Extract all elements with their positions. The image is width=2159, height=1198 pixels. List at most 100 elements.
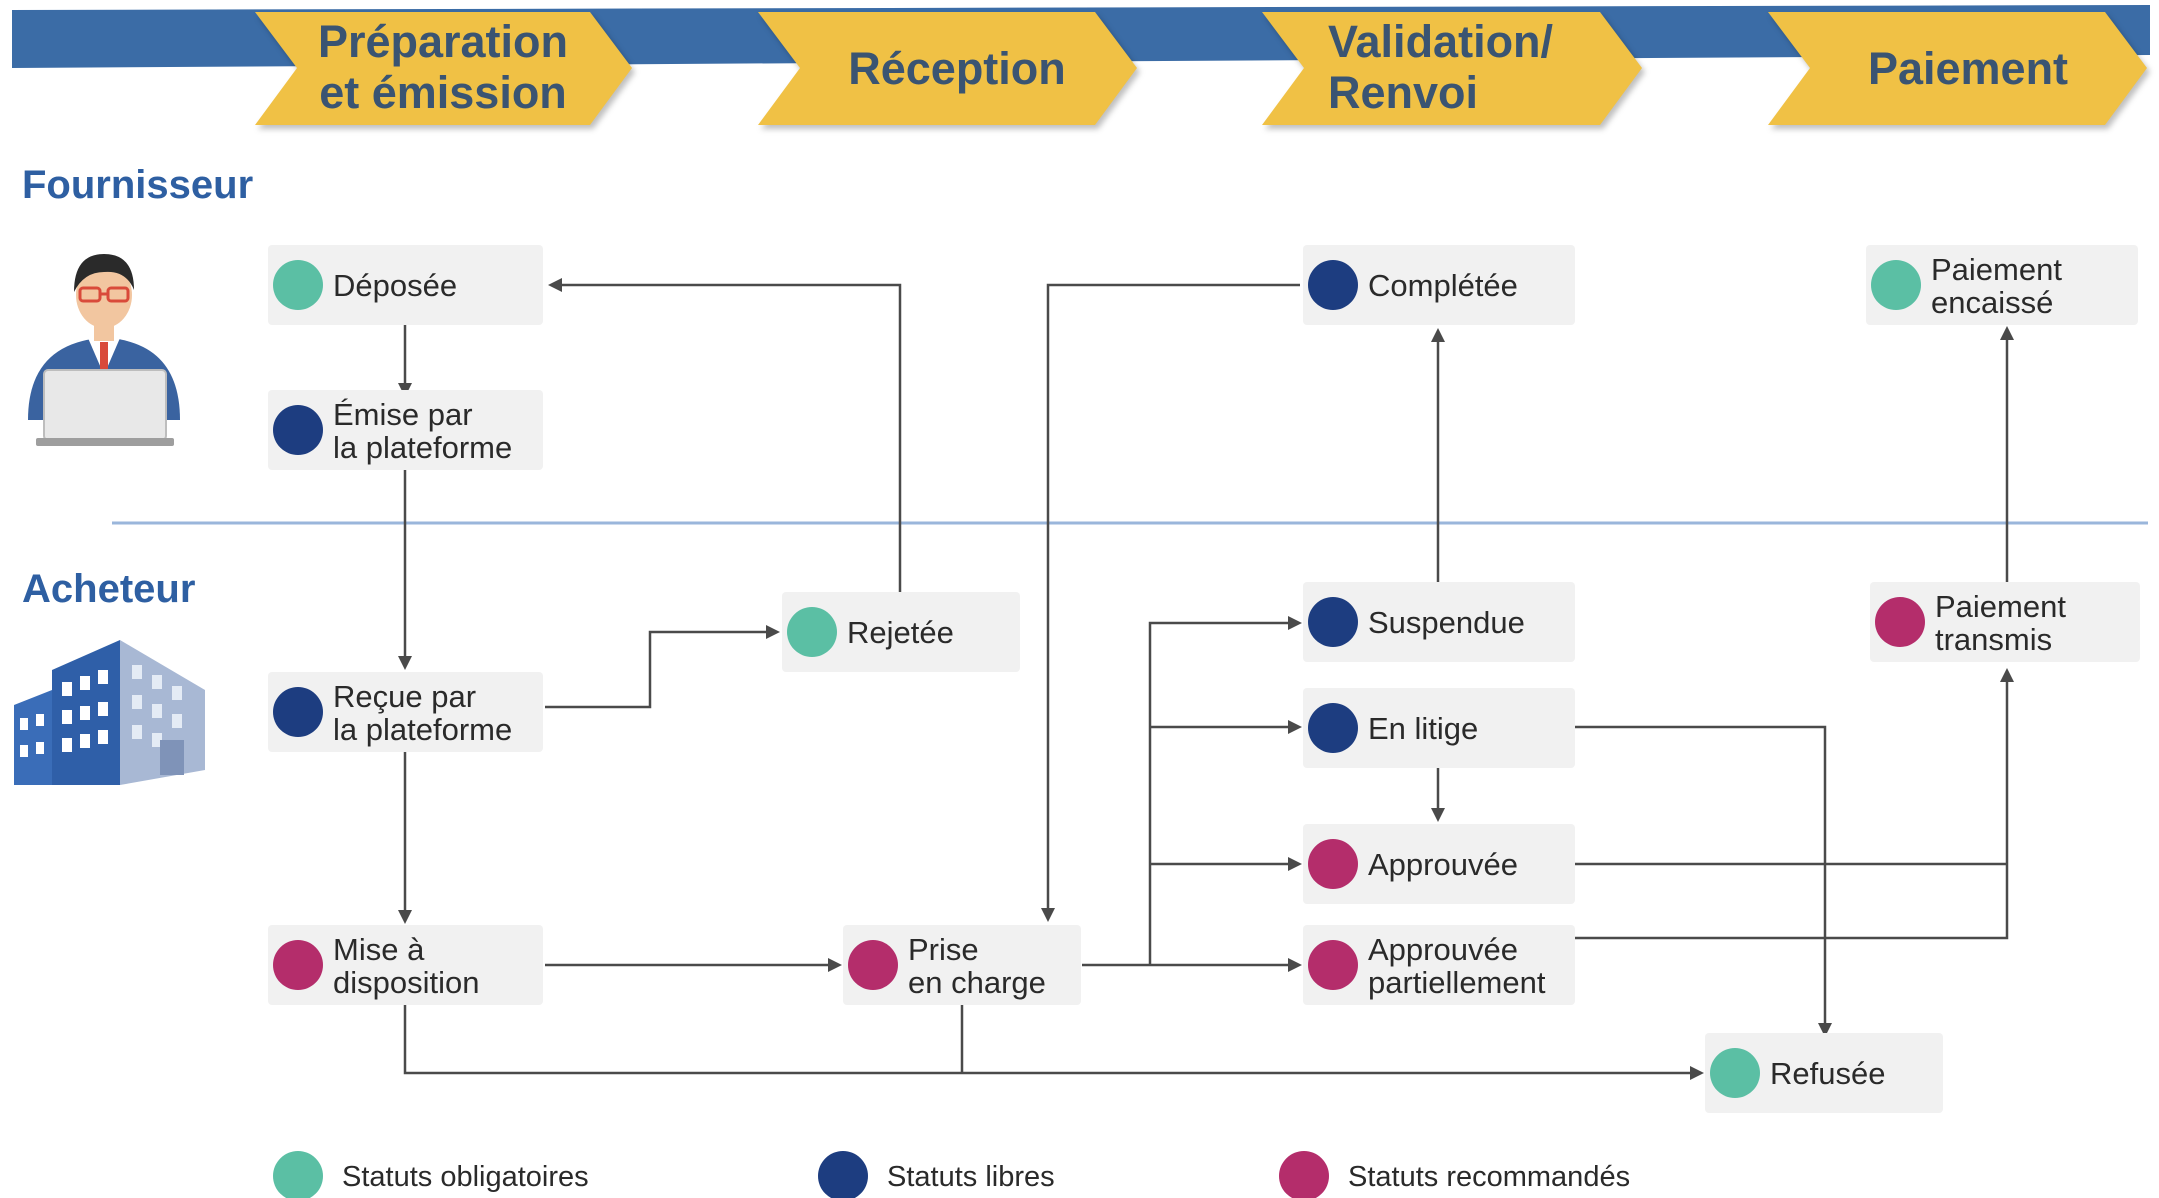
status-node-box [1303,688,1575,768]
phase-label-line1: Réception [848,43,1066,94]
status-label-line1: Paiement [1935,589,2066,624]
status-node-box [1870,582,2140,662]
status-dot-recommande [1308,940,1358,990]
legend-item-recommande: Statuts recommandés [1279,1151,1630,1198]
status-label: Rejetée [847,615,954,650]
phase-label-line1: Validation/ [1328,16,1554,67]
phase-label-line2: Renvoi [1328,67,1478,118]
phase-label-line1: Préparation [318,16,568,67]
status-dot-obligatoire [787,607,837,657]
supplier-person-laptop-icon [28,254,180,446]
status-node-box [1705,1033,1943,1113]
status-node-box [268,390,543,470]
status-dot-recommande [1308,839,1358,889]
flow-arrow-branch-suspendue [1148,616,1302,965]
status-node-box [1866,245,2138,325]
status-label: Déposée [333,268,457,303]
legend-dot [273,1151,323,1198]
legend: Statuts obligatoires Statuts libres Statut… [273,1151,1630,1198]
legend-item-obligatoire: Statuts obligatoires [273,1151,589,1198]
status-label-line2: en charge [908,965,1046,1000]
status-label: Refusée [1770,1056,1885,1091]
status-label-line2: la plateforme [333,712,512,747]
status-label: Suspendue [1368,605,1525,640]
flow-arrow-litige-approuvee [1431,766,1445,822]
status-node-suspendue: Suspendue [1303,582,1575,662]
legend-label: Statuts recommandés [1348,1161,1630,1193]
status-label-line2: la plateforme [333,430,512,465]
status-dot-obligatoire [273,260,323,310]
status-node-box [268,925,543,1005]
status-dot-obligatoire [1871,260,1921,310]
status-label-line2: disposition [333,965,479,1000]
legend-label: Statuts obligatoires [342,1161,589,1193]
lane-title-acheteur: Acheteur [22,567,195,611]
status-node-box [1303,582,1575,662]
status-dot-recommande [848,940,898,990]
status-node-rejetee: Rejetée [782,592,1020,672]
status-node-completee: Complétée [1303,245,1575,325]
status-dot-libre [1308,703,1358,753]
phase-label-line2: et émission [319,67,567,118]
flow-arrow-litige-refusee [1575,725,1832,1037]
status-label: Approuvée [1368,847,1518,882]
flow-arrow-prise-approuvee-p [1082,958,1302,972]
flow-arrow-recue-mise [398,752,412,924]
status-label-line2: encaissé [1931,285,2053,320]
status-node-box [1303,925,1575,1005]
status-node-refusee: Refusée [1705,1033,1943,1113]
flow-arrow-recue-rejetee [545,625,780,709]
status-dot-libre [273,405,323,455]
status-node-box [1303,824,1575,904]
flow-arrow-branch-litige [1150,720,1302,734]
status-label-line1: Prise [908,932,979,967]
phase-chevron-preparation: Préparation et émission [255,12,632,125]
flow-arrow-suspendue-completee [1431,328,1445,582]
phase-chevron-paiement: Paiement [1768,12,2147,125]
status-dot-recommande [1875,597,1925,647]
status-dot-obligatoire [1710,1048,1760,1098]
flow-arrow-branch-approuvee [1150,857,1302,871]
status-dot-libre [1308,260,1358,310]
status-node-approuvee: Approuvée [1303,824,1575,904]
flow-arrow-mise-prise [545,958,842,972]
status-dot-libre [1308,597,1358,647]
flow-arrow-deposee-emise [398,325,412,397]
flow-arrow-rejetee-deposee [548,278,902,592]
flow-arrow-emise-recue [398,470,412,670]
flow-arrow-approuvee-p-transmis [1575,668,2014,940]
status-node-litige: En litige [1303,688,1575,768]
lane-title-fournisseur: Fournisseur [22,163,253,207]
status-node-deposee: Déposée [268,245,543,325]
buyer-office-building-icon [14,640,205,785]
status-label-line2: partiellement [1368,965,1546,1000]
phase-chevron-reception: Réception [758,12,1137,125]
status-node-box [1303,245,1575,325]
phase-label-line1: Paiement [1868,43,2068,94]
flow-connectors [398,278,2014,1080]
status-label: Complétée [1368,268,1518,303]
status-label-line1: Émise par [333,397,473,432]
status-label-line1: Mise à [333,932,425,967]
legend-dot [1279,1151,1329,1198]
phase-chevron-validation: Validation/ Renvoi [1262,12,1642,125]
status-label: En litige [1368,711,1478,746]
status-dot-libre [273,687,323,737]
legend-item-libre: Statuts libres [818,1151,1055,1198]
legend-dot [818,1151,868,1198]
flow-arrow-completee-prise [1041,283,1300,922]
status-dot-recommande [273,940,323,990]
status-label-line2: transmis [1935,622,2052,657]
status-label-line1: Approuvée [1368,932,1518,967]
status-node-box [782,592,1020,672]
status-label-line1: Reçue par [333,679,476,714]
